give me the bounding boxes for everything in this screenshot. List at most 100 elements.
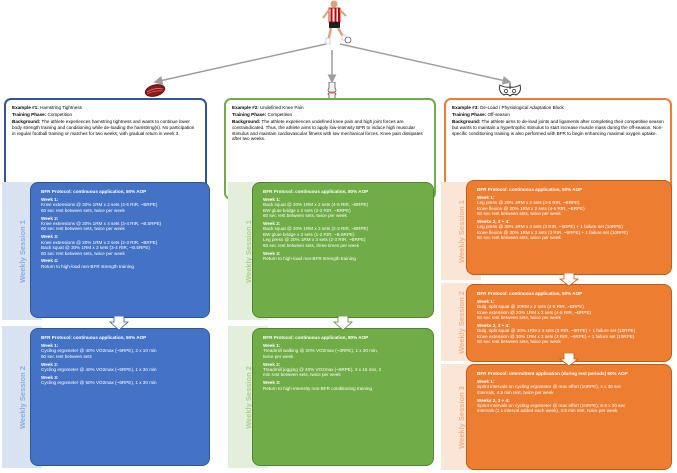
- week-label: Week 1:: [477, 298, 495, 304]
- week-label: Week 3:: [41, 234, 59, 240]
- protocol-box-knee-session-2: BFR Protocol: continuous application, 80…: [252, 328, 434, 466]
- exercise-line: Knee extension @ 20% 1RM x 2 sets (4-5 R…: [477, 309, 592, 315]
- week-block: Week 3:Knee extensions @ 30% 1RM x 2 set…: [41, 234, 199, 256]
- exercise-line: BW glute bridge x 2 sets (2-3 RIR, ~BRPE…: [263, 207, 351, 213]
- week-block: Week 2:Back squat @ 20% 1RM x 3 sets (2-…: [263, 221, 423, 248]
- protocol-box-hamstring-session-1: BFR Protocol: continuous application, 50…: [30, 182, 210, 318]
- exercise-line: Knee extension @ 30% 1RM x 3 sets (3 RIR…: [477, 333, 635, 339]
- week-label: Weeks 2, 3 + 4:: [477, 219, 510, 225]
- week-block: Weeks 2, 3 + 4:Bulg. split squat @ 30% 1…: [477, 323, 661, 345]
- protocol-box-deload-session-1: BFR Protocol: continuous application, 50…: [466, 180, 672, 275]
- exercise-line: 60 sec rest between sets, twice per week: [41, 226, 125, 232]
- exercise-line: Knee flexion @ 20% 1RM x 2 sets (4-5 RIR…: [477, 205, 585, 211]
- exercise-line: Treadmill jogging @ 40% VO2max (~5RPE), …: [263, 367, 382, 373]
- exercise-line: Return to high-load non-BFR strength tra…: [41, 263, 134, 269]
- exercise-line: Sprint intervals on cycling ergometer @ …: [477, 403, 626, 409]
- exercise-line: Knee extensions @ 30% 1RM x 4 sets (3-4 …: [41, 221, 162, 227]
- week-block: Week 4:Return to high-load non-BFR stren…: [41, 258, 199, 269]
- week-label: Week 2:: [263, 361, 281, 367]
- week-label: Week 1:: [41, 196, 59, 202]
- week-block: Week 1:Sprint intervals on cycling ergom…: [477, 379, 661, 395]
- exercise-line: Treadmill walking @ 20% VO2max (~3RPE), …: [263, 348, 378, 354]
- protocol-header: BFR Protocol: continuous application, 80…: [263, 189, 369, 194]
- hamstring-muscle-icon: [144, 84, 166, 97]
- week-block: Weeks 2, 3 + 4:Sprint intervals on cycli…: [477, 398, 661, 414]
- protocol-header: BFR Protocol: continuous application, 50…: [41, 189, 147, 194]
- exercise-line: Back squat @ 20% 1RM x 3 sets (2-3 RIR, …: [263, 226, 369, 232]
- down-arrow-icon: [109, 316, 129, 330]
- exercise-line: Bulg. split squat @ 30% 1RM x 3 sets (3 …: [477, 328, 636, 334]
- week-label: Week 1:: [477, 194, 495, 200]
- football-player-icon: [322, 0, 352, 45]
- exercise-line: Sprint intervals on cycling ergometer @ …: [477, 384, 622, 390]
- week-block: Week 1:Bulg. split squat @ 20RM x 2 sets…: [477, 299, 661, 321]
- week-block: Week 1:Cycling ergometer @ 40% VO2max (~…: [41, 343, 199, 359]
- exercise-line: 60 sec rest between sets, twice per week: [41, 250, 125, 256]
- week-label: Weeks 2, 3 + 4:: [477, 323, 510, 329]
- exercise-line: Leg press @ 20% 1RM x 3 sets (2-3 RIR, ~…: [263, 237, 366, 243]
- exercise-line: Return to high-load non-BFR strength tra…: [263, 255, 356, 261]
- exercise-line: intervals, 4.5 min rest, twice per week: [477, 389, 554, 395]
- down-arrow-icon: [559, 273, 579, 286]
- week-label: Weeks 2, 3 + 4:: [477, 397, 510, 403]
- pelvis-skeleton-icon: [499, 83, 521, 97]
- exercise-line: 60 sec rest between sets, twice per week: [477, 235, 561, 241]
- exercise-line: 60 sec rest between sets, three times pe…: [263, 242, 360, 248]
- exercise-line: 60 sec rest between sets, twice per week: [41, 207, 125, 213]
- exercise-line: 60 sec rest between sets, twice per week: [477, 315, 561, 321]
- protocol-box-deload-session-2: BFR Protocol: continuous application, 50…: [466, 284, 672, 362]
- exercise-line: Leg press @ 30% 1RM x 3 sets (3 RIR, ~9R…: [477, 224, 623, 230]
- week-block: Weeks 2, 3 + 4:Leg press @ 30% 1RM x 3 s…: [477, 219, 661, 241]
- exercise-line: Return to high-intensity non-BFR conditi…: [263, 385, 373, 391]
- week-block: Week 3:Return to high-intensity non-BFR …: [263, 380, 423, 391]
- week-block: Week 3:Return to high-load non-BFR stren…: [263, 251, 423, 262]
- week-block: Week 1:Back squat @ 20% 1RM x 2 sets (4-…: [263, 197, 423, 219]
- week-label: Week 4:: [41, 258, 59, 264]
- down-arrow-icon: [559, 353, 579, 366]
- exercise-line: 60 sec rest between sets, twice per week: [263, 213, 347, 219]
- protocol-box-knee-session-1: BFR Protocol: continuous application, 80…: [252, 182, 434, 318]
- exercise-line: intervals (1 x interval added each week)…: [477, 408, 618, 414]
- exercise-line: 60 sec rest between sets, twice per week: [477, 211, 561, 217]
- week-block: Week 1:Treadmill walking @ 20% VO2max (~…: [263, 343, 423, 359]
- exercise-line: BW glute bridge x 3 sets (1-2 RIR, ~B.5R…: [263, 231, 355, 237]
- protocol-box-deload-session-3: BFR Protocol: intermittent application (…: [466, 364, 672, 470]
- exercise-line: Knee extensions @ 30% 1RM x 2 sets (4-5 …: [41, 202, 158, 208]
- week-label: Week 3:: [263, 380, 281, 386]
- week-label: Week 1:: [263, 342, 281, 348]
- exercise-line: 60 sec rest between sets: [41, 353, 92, 359]
- protocol-header: BFR Protocol: continuous application, 50…: [477, 187, 583, 192]
- connector-arrows: [153, 43, 512, 85]
- protocol-header: BFR Protocol: continuous application, 80…: [263, 335, 369, 340]
- week-label: Week 1:: [477, 378, 495, 384]
- exercise-line: 60 sec rest between sets, twice per week: [477, 339, 561, 345]
- week-block: Week 3:Cycling ergometer @ 50% VO2max (~…: [41, 375, 199, 386]
- week-label: Week 2:: [41, 361, 59, 367]
- protocol-box-hamstring-session-2: BFR Protocol: continuous application, 50…: [30, 328, 210, 466]
- exercise-line: min rest between sets, twice per week: [263, 372, 341, 378]
- week-label: Week 3:: [41, 374, 59, 380]
- down-arrow-icon: [333, 316, 353, 330]
- exercise-line: Cycling ergometer @ 40% VO2max (~5RPE), …: [41, 348, 157, 354]
- protocol-header: BFR Protocol: intermittent application (…: [477, 371, 628, 376]
- week-label: Week 2:: [41, 215, 59, 221]
- week-label: Week 2:: [263, 221, 281, 227]
- week-block: Week 2:Treadmill jogging @ 40% VO2max (~…: [263, 362, 423, 378]
- exercise-line: Back squat @ 20% 1RM x 2 sets (4-5 RIR, …: [263, 202, 369, 208]
- exercise-line: Bulg. split squat @ 20RM x 2 sets (4-5 R…: [477, 304, 584, 310]
- exercise-line: Back squat @ 30% 1RM x 3 sets (3-4 RIR, …: [41, 245, 150, 251]
- week-label: Week 3:: [263, 250, 281, 256]
- exercise-line: twice per week: [263, 353, 294, 359]
- week-block: Week 2:Knee extensions @ 30% 1RM x 4 set…: [41, 216, 199, 232]
- week-label: Week 1:: [263, 196, 281, 202]
- protocol-header: BFR Protocol: continuous application, 50…: [477, 291, 583, 296]
- week-block: Week 1:Knee extensions @ 30% 1RM x 2 set…: [41, 197, 199, 213]
- exercise-line: Knee flexion @ 30% 1RM x 3 sets (3 RIR, …: [477, 229, 628, 235]
- week-block: Week 2:Cycling ergometer @ 40% VO2max (~…: [41, 362, 199, 373]
- exercise-line: Knee extensions @ 30% 1RM x 2 sets (2-3 …: [41, 239, 158, 245]
- exercise-line: Cycling ergometer @ 50% VO2max (~6RPE), …: [41, 380, 157, 386]
- exercise-line: Cycling ergometer @ 40% VO2max (~5RPE), …: [41, 367, 157, 373]
- week-block: Week 1:Leg press @ 20% 1RM x 2 sets (4-5…: [477, 195, 661, 217]
- exercise-line: Leg press @ 20% 1RM x 2 sets (4-5 RIR, ~…: [477, 200, 580, 206]
- protocol-header: BFR Protocol: continuous application, 50…: [41, 335, 147, 340]
